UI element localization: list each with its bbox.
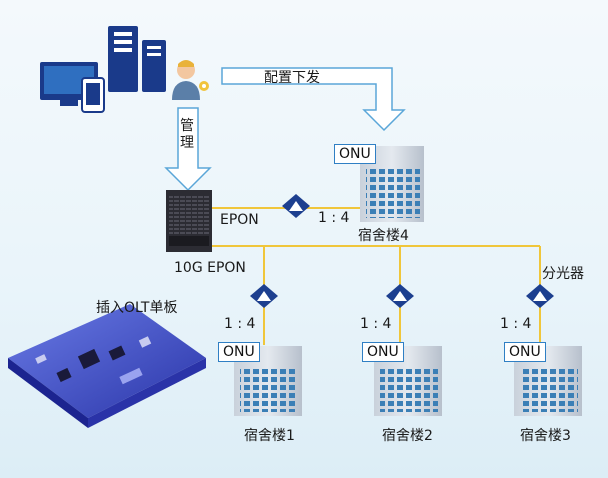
onu-label-4: ONU: [334, 144, 376, 164]
olt-board-icon: [8, 304, 206, 428]
ten-g-epon-label: 10G EPON: [174, 260, 246, 276]
building-name-3: 宿舍楼3: [520, 428, 571, 444]
building-4-icon: [360, 146, 424, 222]
insert-board-label: 插入OLT单板: [96, 300, 178, 316]
building-1-icon: [234, 346, 302, 416]
epon-label: EPON: [220, 212, 259, 228]
onu-label-1: ONU: [218, 342, 260, 362]
ratio-label-4: 1 : 4: [318, 210, 350, 226]
config-push-label: 配置下发: [264, 70, 320, 86]
splitter-icon-1: [250, 284, 278, 308]
splitter-icon-3: [526, 284, 554, 308]
building-name-2: 宿舍楼2: [382, 428, 433, 444]
splitter-icon-2: [386, 284, 414, 308]
splitter-label: 分光器: [542, 266, 584, 282]
admin-person-icon: [172, 60, 209, 100]
config-push-arrow: [221, 67, 406, 132]
onu-label-3: ONU: [504, 342, 546, 362]
manage-label: 管理: [180, 118, 194, 151]
ratio-label-3: 1 : 4: [500, 316, 532, 332]
building-name-1: 宿舍楼1: [244, 428, 295, 444]
ratio-label-1: 1 : 4: [224, 316, 256, 332]
server-group-icon: [40, 26, 166, 113]
building-name-4: 宿舍楼4: [358, 228, 409, 244]
olt-device-icon: [166, 190, 212, 252]
manage-arrow: [164, 107, 212, 192]
onu-label-2: ONU: [362, 342, 404, 362]
splitter-icon-top: [282, 194, 310, 218]
ratio-label-2: 1 : 4: [360, 316, 392, 332]
